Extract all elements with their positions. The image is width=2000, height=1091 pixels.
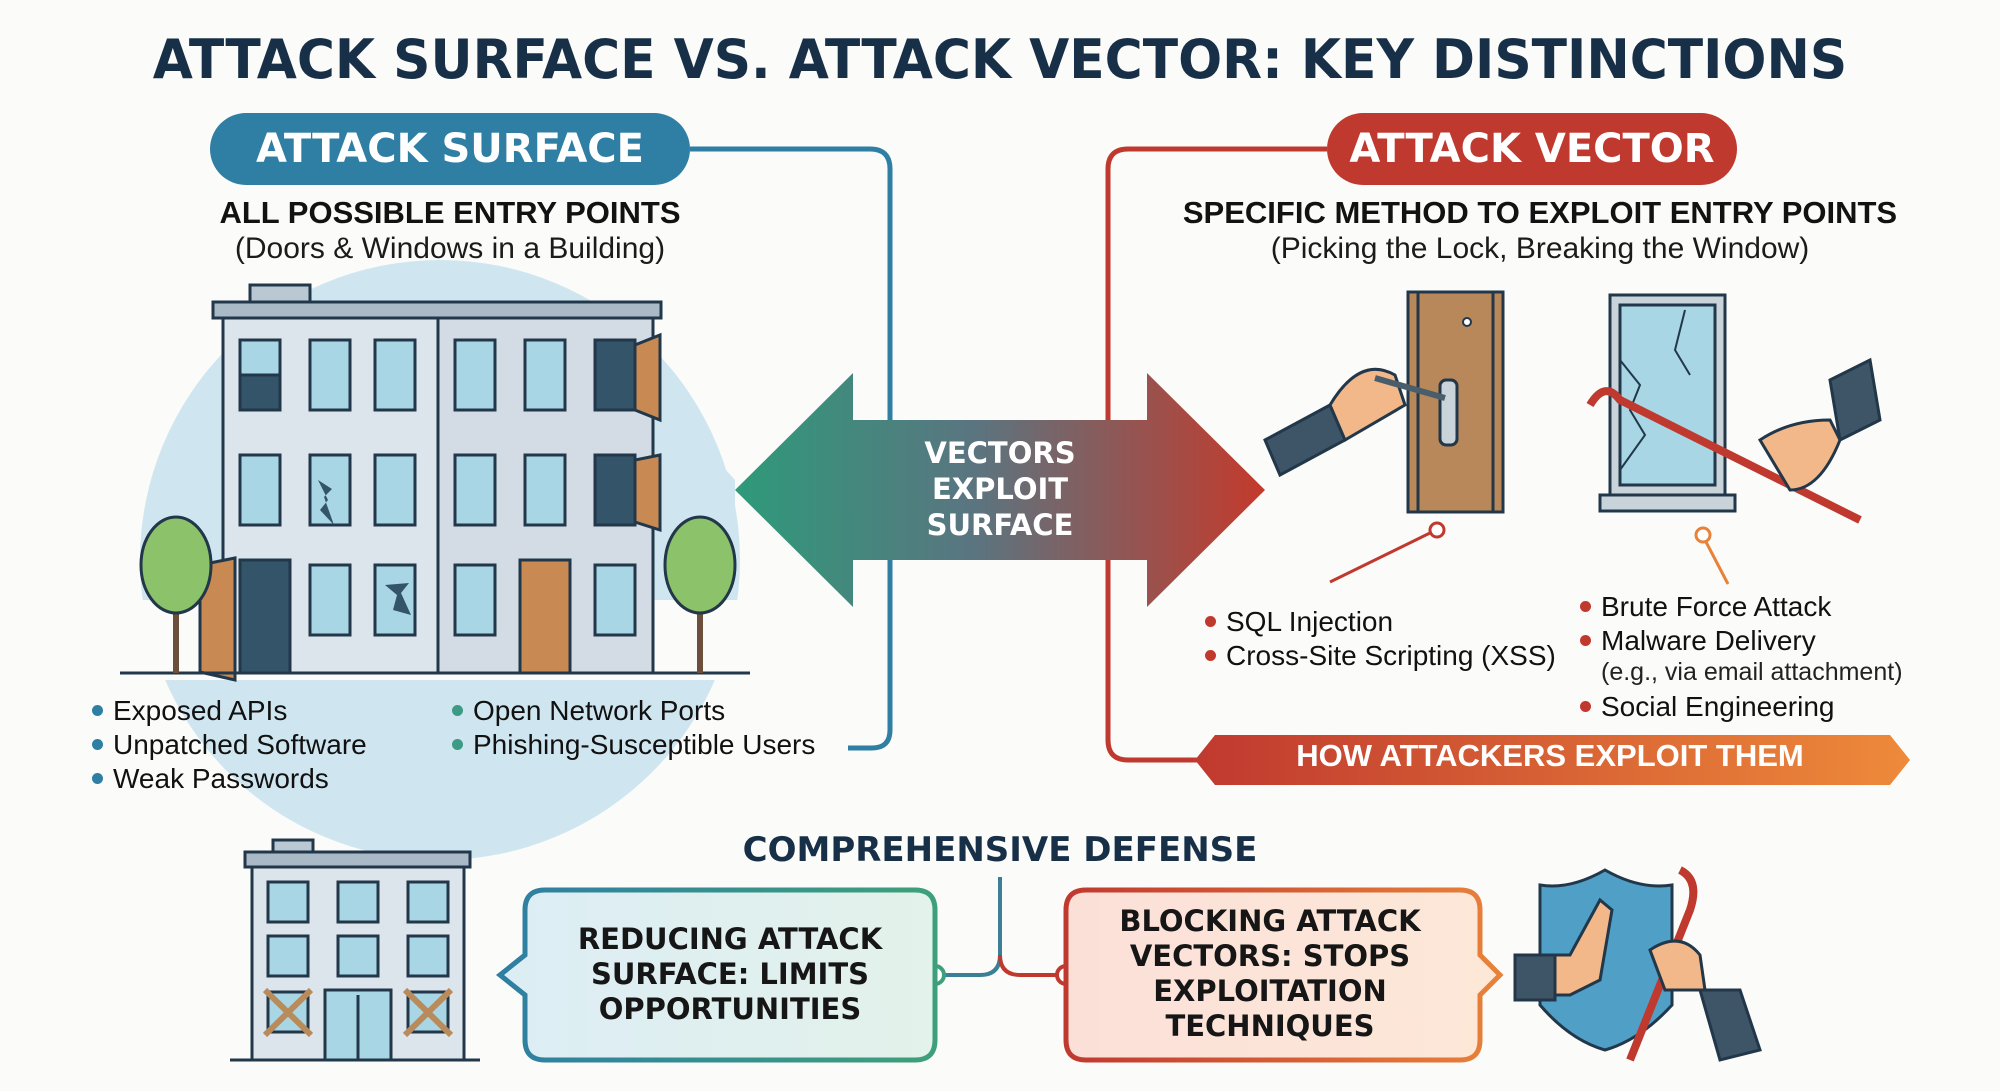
boarded-building-illustration <box>230 838 480 1062</box>
defense-title: COMPREHENSIVE DEFENSE <box>742 830 1258 870</box>
banner-shape <box>1195 735 1910 785</box>
surface-list-left: Exposed APIs Unpatched Software Weak Pas… <box>92 694 367 796</box>
defense-connector <box>945 877 1002 977</box>
reduce-surface-text: REDUCING ATTACK SURFACE: LIMITS OPPORTUN… <box>577 922 883 1026</box>
bullet-icon <box>1580 701 1591 712</box>
vector-list-left: SQL Injection Cross-Site Scripting (XSS) <box>1205 605 1556 673</box>
double-arrow <box>735 373 1265 607</box>
bullet-icon <box>452 705 463 716</box>
block-box <box>1063 887 1504 1063</box>
bullet-icon <box>1205 616 1216 627</box>
list-item: Social Engineering <box>1580 690 1903 724</box>
building-illustration <box>120 260 750 860</box>
surface-analogy: (Doors & Windows in a Building) <box>234 232 666 265</box>
bullet-icon <box>452 739 463 750</box>
exploit-banner: HOW ATTACKERS EXPLOIT THEM <box>1296 738 1804 773</box>
tree-icon <box>663 515 737 673</box>
bullet-icon <box>92 739 103 750</box>
crowbar-window-illustration <box>1586 293 1882 524</box>
shield-block-illustration <box>1513 866 1762 1062</box>
list-item: Phishing-Susceptible Users <box>452 728 815 762</box>
vector-subheading: SPECIFIC METHOD TO EXPLOIT ENTRY POINTS <box>1182 195 1898 230</box>
lockpick-door-illustration <box>1263 290 1505 514</box>
list-item: Open Network Ports <box>452 694 815 728</box>
attack-vector-pill: ATTACK VECTOR <box>1327 113 1737 185</box>
list-item: Cross-Site Scripting (XSS) <box>1205 639 1556 673</box>
list-item: Malware Delivery <box>1580 624 1903 658</box>
list-item: Brute Force Attack <box>1580 590 1903 624</box>
bullet-icon <box>1580 635 1591 646</box>
arrow-label: VECTORS EXPLOIT SURFACE <box>924 436 1076 542</box>
bullet-icon <box>92 773 103 784</box>
vector-list-right: Brute Force Attack Malware Delivery (e.g… <box>1580 590 1903 724</box>
main-title: ATTACK SURFACE VS. ATTACK VECTOR: KEY DI… <box>152 28 1848 91</box>
tree-icon <box>139 515 213 673</box>
bullet-icon <box>92 705 103 716</box>
surface-list-right: Open Network Ports Phishing-Susceptible … <box>452 694 815 762</box>
bullet-icon <box>1580 601 1591 612</box>
list-item-note: (e.g., via email attachment) <box>1601 658 1903 686</box>
list-item: Weak Passwords <box>92 762 367 796</box>
bullet-icon <box>1205 650 1216 661</box>
attack-surface-pill: ATTACK SURFACE <box>210 113 690 185</box>
reduce-box <box>495 887 938 1063</box>
surface-subheading: ALL POSSIBLE ENTRY POINTS <box>219 195 681 230</box>
list-item: Unpatched Software <box>92 728 367 762</box>
block-vectors-text: BLOCKING ATTACK VECTORS: STOPS EXPLOITAT… <box>1119 904 1421 1043</box>
list-item: Exposed APIs <box>92 694 367 728</box>
list-item: SQL Injection <box>1205 605 1556 639</box>
vector-analogy: (Picking the Lock, Breaking the Window) <box>1270 232 1810 265</box>
